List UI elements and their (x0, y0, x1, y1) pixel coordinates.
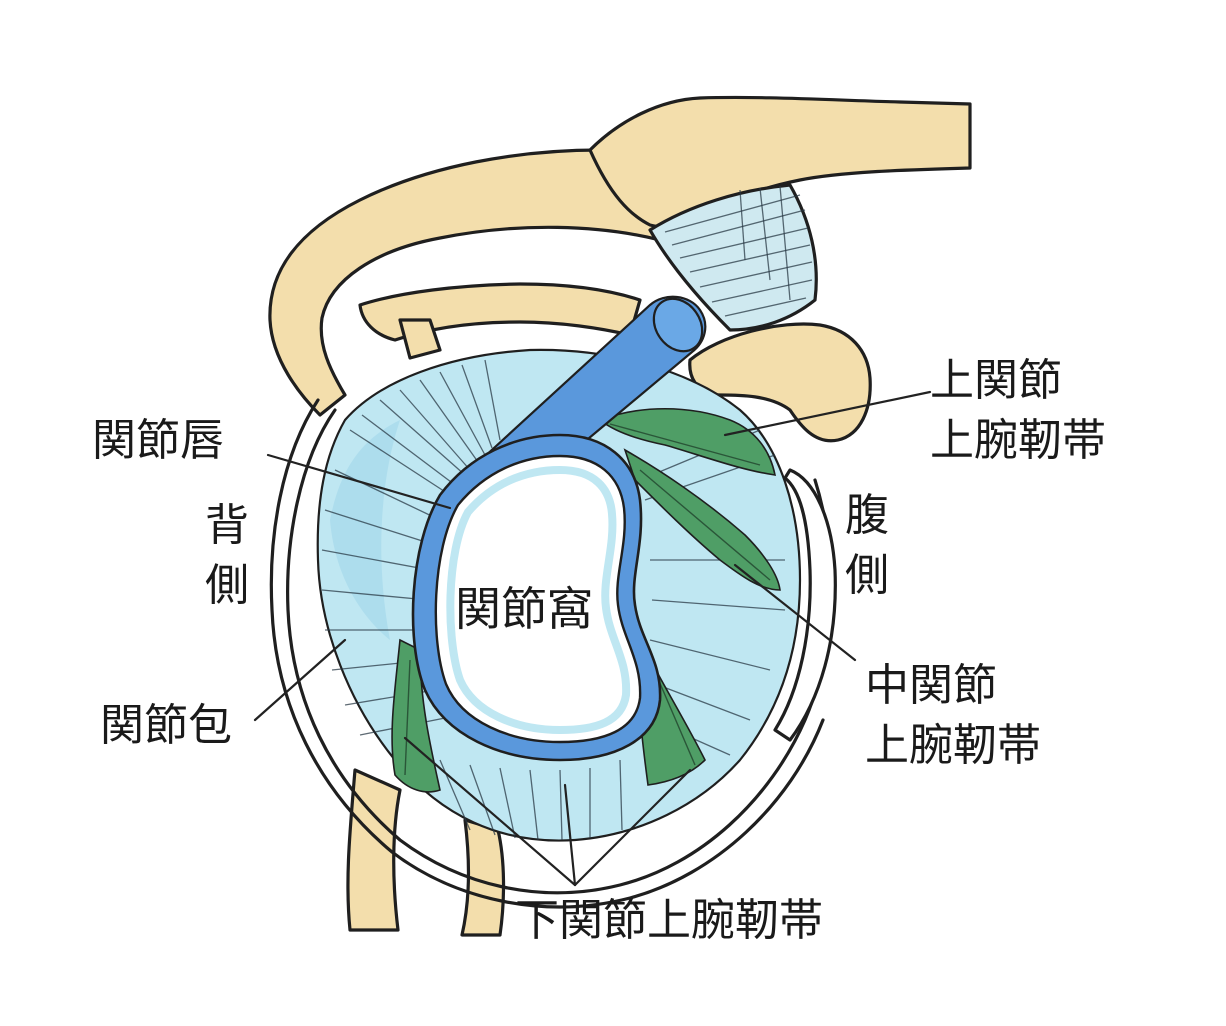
leader-labrum (266, 453, 452, 510)
label-capsule: 関節包 (100, 700, 232, 751)
label-sghl-line1: 上関節 (930, 355, 1062, 406)
coracoacromial-ligament (648, 183, 818, 332)
coracoid-process (688, 322, 872, 443)
label-mghl-line2: 上腕靭帯 (865, 720, 1041, 771)
capsule-shade (330, 420, 400, 640)
leader-capsule (253, 638, 347, 722)
label-posterior-line1: 背 (205, 500, 249, 551)
label-sghl-line2: 上腕靭帯 (930, 415, 1106, 466)
label-anterior-line2: 側 (845, 550, 889, 601)
acromion (268, 148, 702, 417)
label-ighl: 下関節上腕靭帯 (515, 895, 823, 946)
biceps-tendon-end (652, 297, 704, 353)
acromion-strut (398, 318, 442, 360)
leader-ighl-1 (403, 736, 577, 887)
label-glenoid-fossa: 関節窩 (455, 582, 593, 636)
ighl-posterior-band (391, 638, 441, 793)
label-anterior-line1: 腹 (845, 490, 889, 541)
leader-ighl-2 (563, 783, 577, 887)
leader-ighl-3 (573, 768, 692, 887)
leader-mghl (733, 563, 857, 662)
capsule-outer-rim-2 (269, 398, 825, 909)
glenoid-fossa-rim (446, 465, 631, 735)
leader-sghl (723, 390, 932, 437)
coracoacromial-fibers (664, 185, 813, 317)
label-posterior-line2: 側 (205, 560, 249, 611)
superior-glenohumeral-ligament (598, 407, 777, 476)
glenoid-fossa (434, 454, 642, 744)
capsule-right-rim (773, 468, 837, 742)
label-mghl-line1: 中関節 (865, 660, 997, 711)
scapular-neck-right (460, 818, 506, 937)
label-labrum: 関節唇 (92, 415, 224, 466)
scapular-neck-left (346, 768, 402, 932)
